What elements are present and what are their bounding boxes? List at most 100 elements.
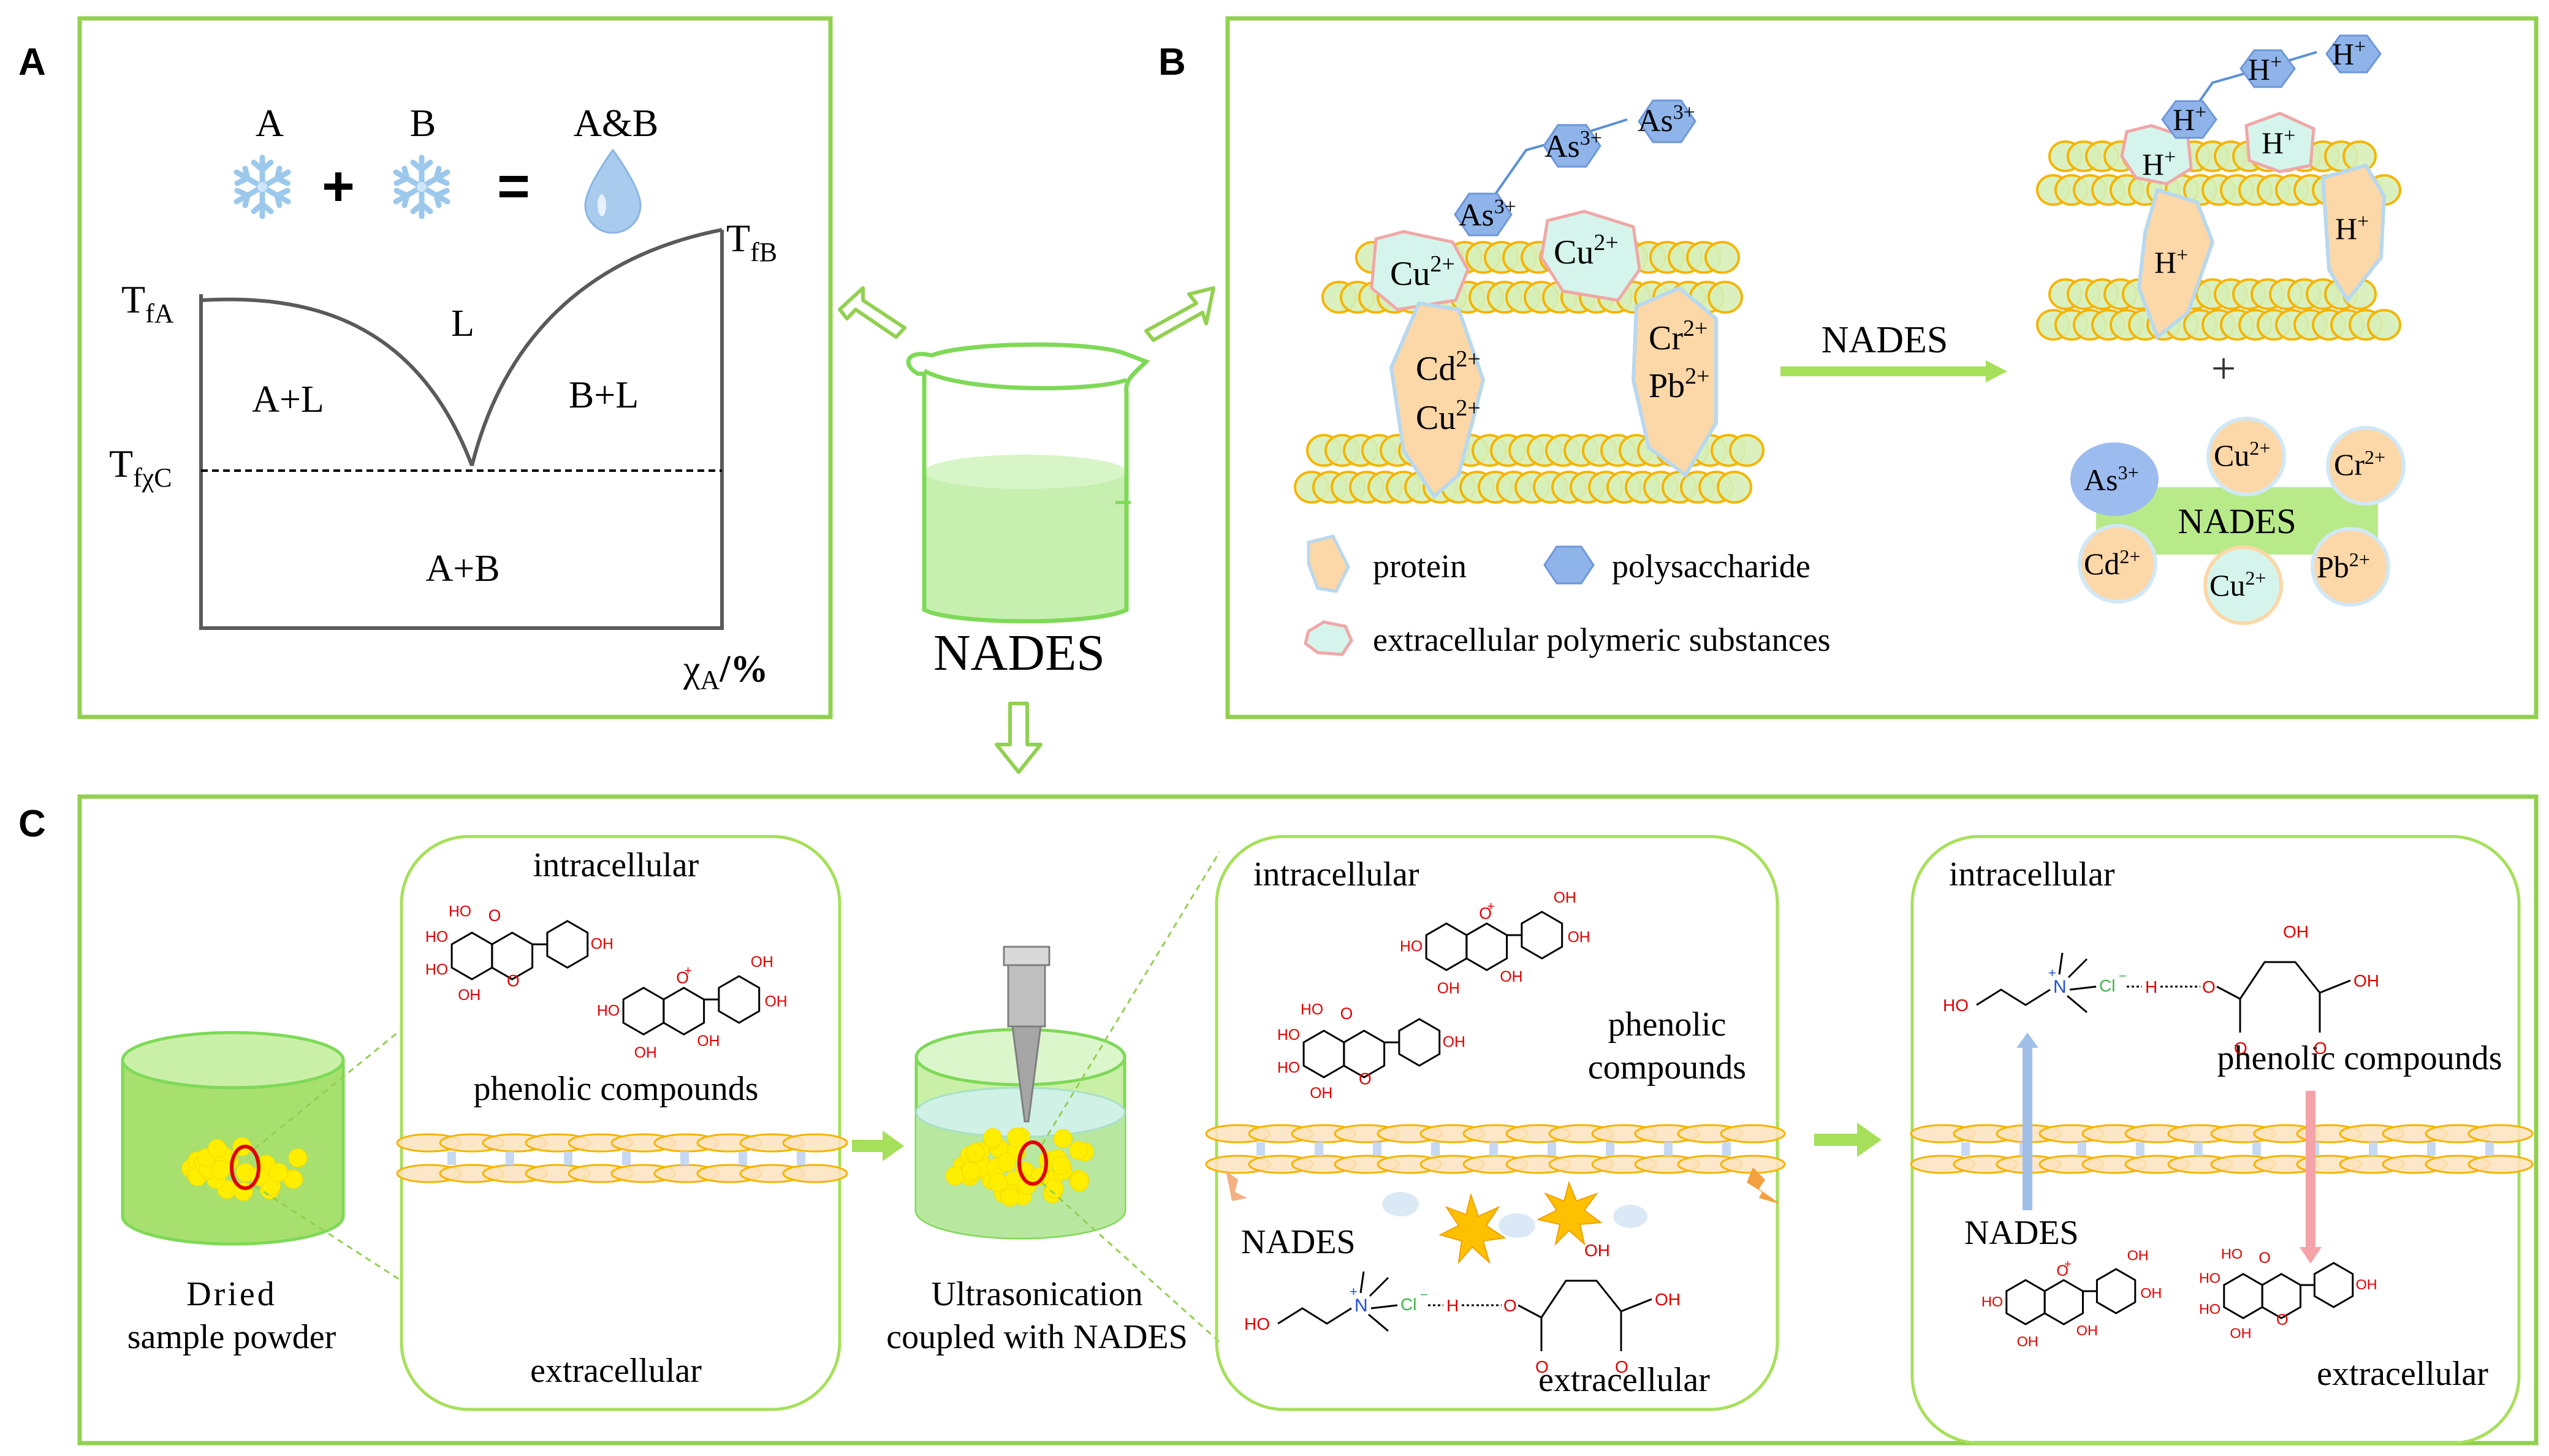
t-fb-label: TfB [726,216,777,267]
panel-c-letter: C [18,803,46,845]
atom-label: O [1359,1069,1372,1088]
atom-label: + [1350,1284,1358,1299]
snowflake-a-icon [237,157,288,216]
powder-particle [1053,1129,1073,1148]
methyl-bond [1369,1276,1389,1297]
methyl-bond [1359,1271,1365,1294]
atom-label: H [1446,1296,1459,1315]
benzene-ring [718,975,761,1024]
panel-a: A A B A&B + = TfA TfB TfχC L A+L B+L A+B… [18,16,833,719]
box2-membrane [1205,1124,1786,1174]
atom-label: OH [2230,1325,2251,1341]
membrane-segment [2467,1155,2534,1174]
powder-particle [211,1160,230,1180]
atom-label: O [2258,1249,2271,1267]
label-b: B [410,101,436,145]
membrane-spacer [2136,1142,2144,1156]
atom-label: HO [1943,996,1969,1015]
membrane-spacer [447,1151,456,1165]
methyl-bond [1370,1304,1398,1310]
eps-h-2 [2244,112,2315,173]
panel-b: B Cu2+ Cu2+ Cd2+ Cu2+ Cr2+ Pb2+ [1158,16,2539,719]
cavitation-effects [1226,1167,1780,1265]
nades-complex: NADES As3+ Cu2+ Cr2+ Cd2+ Cu2+ Pb2+ [2070,417,2406,625]
membrane-segment [2467,1124,2534,1143]
powder-particle [1052,1155,1071,1175]
ion-cu-3: Cu2+ [1416,395,1481,437]
powder-particle [988,1172,1008,1192]
powder-particle [1044,1179,1064,1199]
powder-particle [288,1148,308,1168]
atom-label: OH [1584,1241,1610,1260]
atom-label: OH [458,987,481,1004]
cell-box-2: intracellular phenolic compounds NADES e… [1205,835,1786,1411]
phenolic-down-arrow [2306,1091,2315,1250]
membrane-spacer [2369,1142,2377,1156]
chain-bond [1277,1307,1352,1325]
membrane-spacer [1606,1142,1614,1156]
region-b-l: B+L [569,374,639,416]
atom-label: + [1487,900,1495,914]
powder-particle [1069,1140,1088,1160]
atom-label: O [2202,977,2216,996]
svg-text:Pb2+: Pb2+ [2317,548,2370,584]
atom-label: OH [2353,971,2379,990]
arrow-to-panel-a [838,286,906,339]
atom-label: O [488,906,501,925]
box1-intracellular: intracellular [533,846,699,884]
atom-label: OH [1437,980,1460,997]
atom-label: O [1503,1296,1517,1315]
atom-label: + [685,964,692,978]
svg-text:H+: H+ [2335,210,2369,246]
liquidus-right [470,228,723,466]
atom-label: OH [2127,1248,2149,1264]
svg-text:H+: H+ [2154,244,2188,279]
legend-protein: protein [1373,548,1467,585]
snowflake-b-icon [396,157,447,216]
methyl-bond [1368,1313,1389,1332]
membrane-spacer [2485,1142,2494,1156]
atom-label: O [2276,1311,2289,1329]
atom-label: HO [1277,1060,1300,1076]
acid-bond [2216,961,2351,1000]
atom-label: OH [2283,922,2309,941]
powder-particle [268,1162,288,1182]
svg-text:Cr2+: Cr2+ [2334,446,2385,482]
arrow-nades-label: NADES [1822,319,1948,361]
legend-eps-icon [1304,620,1353,656]
benzene-ring [1425,922,1468,971]
membrane-spacer [2078,1142,2086,1156]
svg-text:Cu2+: Cu2+ [2214,437,2270,472]
box3-intracellular: intracellular [1949,855,2115,893]
membrane-spacer [1315,1142,1323,1156]
ion-as-2: As3+ [1544,127,1602,164]
atom-label: O [1615,1357,1628,1376]
atom-label: O [1479,904,1492,922]
nades-arrow-head [1986,360,2007,382]
benzene-ring [546,920,589,969]
atom-label: OH [2356,1276,2377,1292]
atom-label: O [1340,1004,1353,1023]
atom-label: HO [2221,1246,2243,1262]
ion-pb: Pb2+ [1649,363,1710,405]
membrane-bead [2367,309,2401,341]
atom-label: OH [634,1045,657,1061]
svg-text:H+: H+ [2262,124,2295,160]
membrane-spacer [2252,1142,2261,1156]
benzene-ring [2313,1262,2354,1308]
benzene-ring [2043,1279,2084,1325]
powder-particle [983,1128,1003,1148]
ion-cu-2: Cu2+ [1554,230,1619,271]
powder-particle [997,1153,1016,1172]
svg-text:As3+: As3+ [2084,461,2139,497]
atom-label: + [2064,1257,2072,1271]
legend-polysaccharide: polysaccharide [1612,548,1810,585]
protein-h-2 [2320,163,2387,304]
benzene-ring [2223,1273,2263,1319]
membrane-spacer [1489,1142,1498,1156]
panel-a-frame [77,16,833,719]
